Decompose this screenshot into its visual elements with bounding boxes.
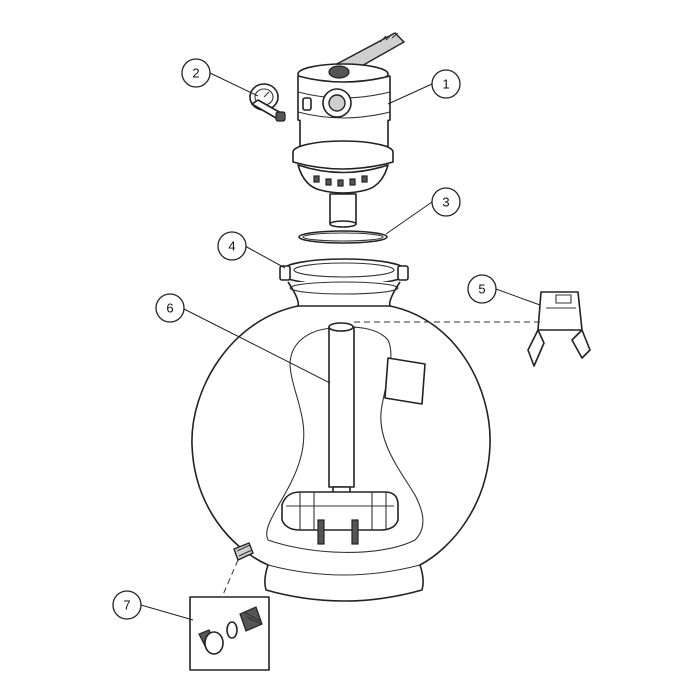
callout-1: 1 — [431, 69, 461, 99]
callout-2: 2 — [181, 58, 211, 88]
callout-number: 1 — [442, 77, 449, 92]
callout-number: 2 — [192, 66, 199, 81]
filter-tank — [191, 281, 491, 602]
callout-5: 5 — [467, 274, 497, 304]
o-ring — [298, 230, 388, 244]
pressure-gauge — [249, 83, 286, 122]
callout-4: 4 — [217, 231, 247, 261]
multiport-valve — [292, 32, 406, 228]
callout-number: 7 — [123, 598, 130, 613]
callout-number: 6 — [166, 301, 173, 316]
leader-lines — [140, 72, 541, 621]
callout-6: 6 — [155, 293, 185, 323]
callout-3: 3 — [431, 187, 461, 217]
bracket-part — [527, 291, 591, 367]
callout-number: 4 — [228, 239, 235, 254]
callout-7: 7 — [112, 590, 142, 620]
drain-assembly — [189, 542, 270, 671]
callout-number: 5 — [478, 282, 485, 297]
callout-number: 3 — [442, 195, 449, 210]
